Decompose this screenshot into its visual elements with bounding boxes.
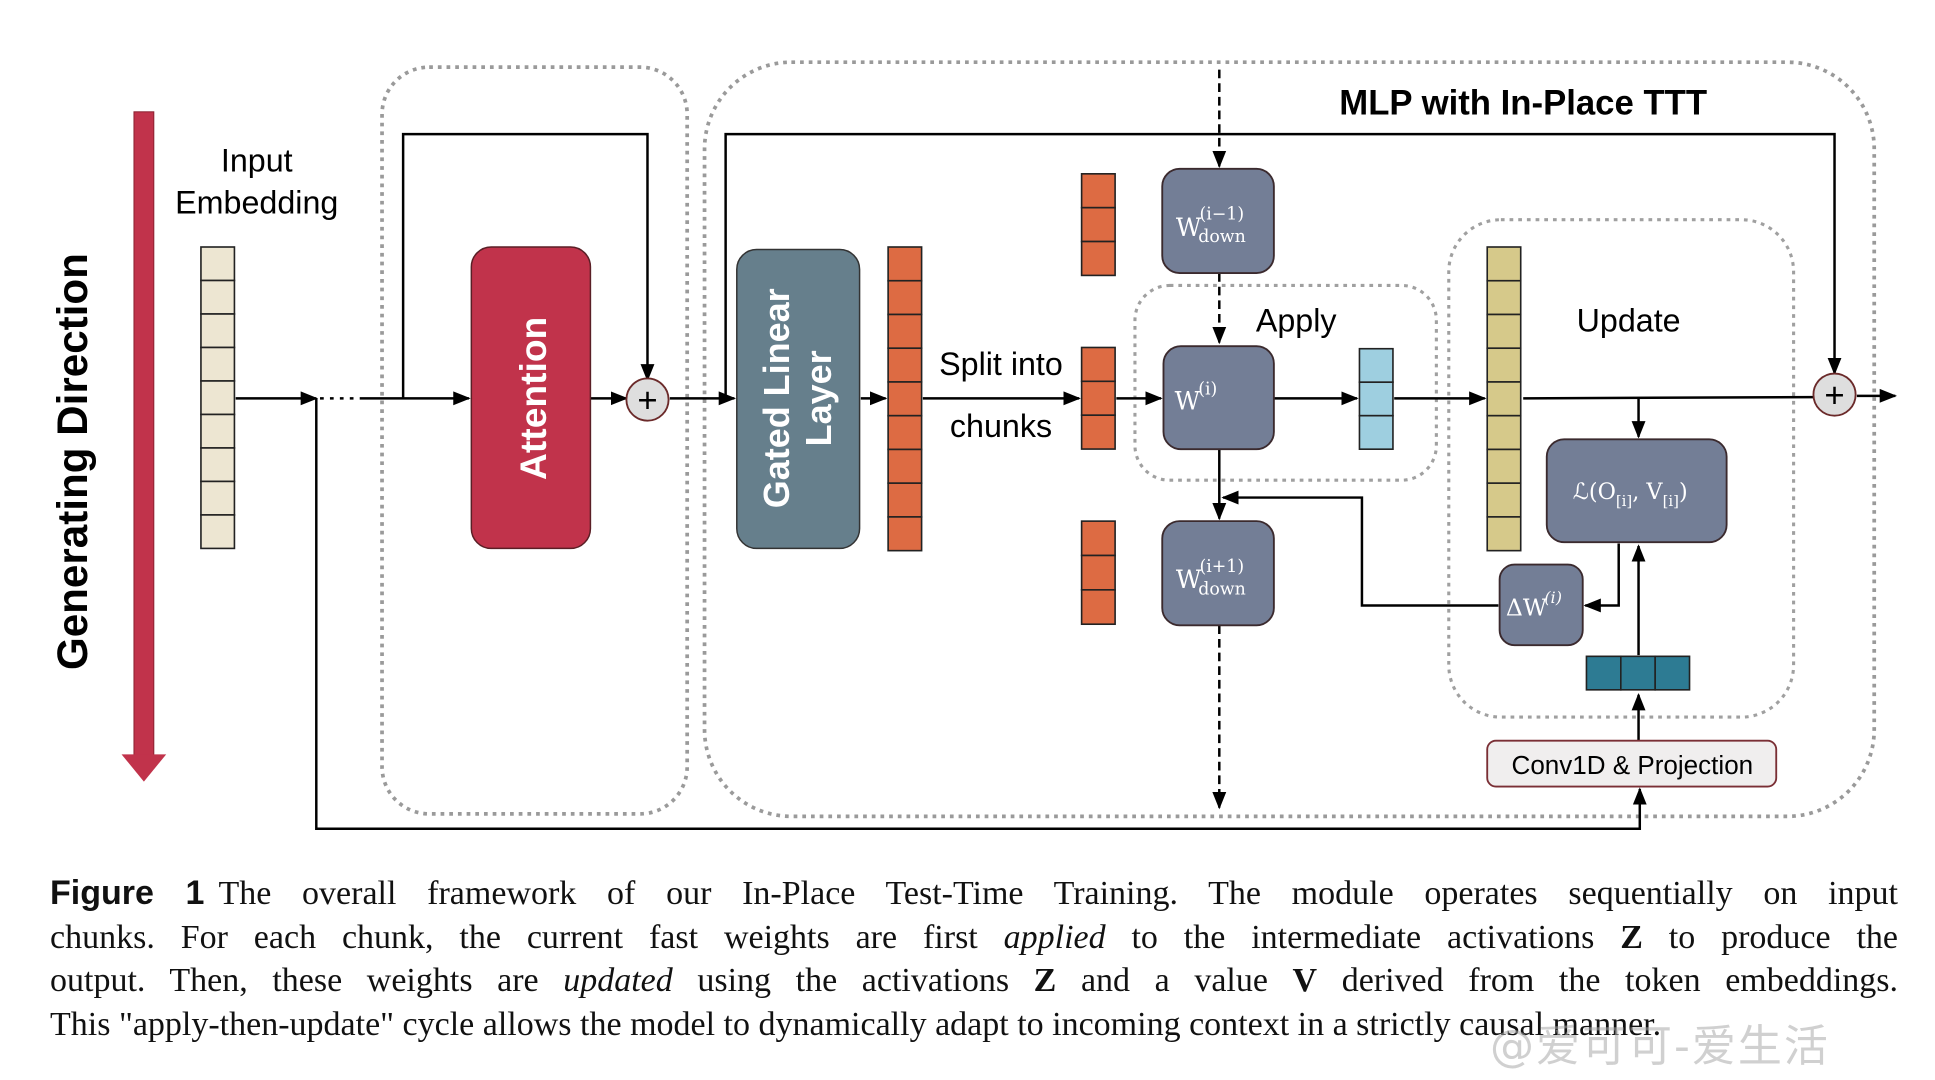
vector-cell [200, 380, 236, 416]
weight-current-superscript: (i) [1198, 380, 1217, 400]
vector-cell [1080, 346, 1116, 383]
apply-block-boundary [1133, 283, 1438, 482]
generating-direction-arrow [121, 111, 167, 782]
caption-line-3: output. Then, these weights are updated … [50, 962, 1898, 999]
vector-cell [1080, 380, 1116, 417]
mlp-output-vector [1486, 246, 1522, 552]
weight-next-box: W (i+1) down [1161, 520, 1275, 627]
caption-line-4: This "apply-then-update" cycle allows th… [50, 1005, 1662, 1043]
vector-cell [887, 381, 923, 417]
vector-cell [1358, 347, 1394, 384]
caption-line-2: chunks. For each chunk, the current fast… [50, 918, 1898, 956]
vector-cell [1080, 554, 1116, 591]
vector-cell [200, 447, 236, 483]
weight-prev-box: W (i−1) down [1161, 167, 1275, 274]
vector-cell [200, 346, 236, 382]
plus-icon: + [637, 382, 657, 420]
framework-diagram: Generating Direction Input Embedding [49, 60, 1898, 830]
split-label-2: chunks [950, 408, 1052, 444]
update-label: Update [1577, 302, 1681, 338]
loss-box: ℒ(O[i], V[i]) [1545, 438, 1728, 544]
vector-cell [200, 480, 236, 516]
vector-cell [1486, 381, 1522, 417]
vector-cell [1358, 414, 1394, 450]
weight-next-subscript: down [1198, 579, 1246, 599]
vector-cell [1486, 279, 1522, 316]
mlp-block-boundary [702, 60, 1877, 819]
vector-cell [887, 347, 923, 383]
vector-cell [1486, 482, 1522, 518]
vector-cell [1358, 381, 1394, 417]
vector-cell [887, 448, 923, 484]
weight-prev-subscript: down [1198, 227, 1246, 247]
weight-prev-superscript: (i−1) [1199, 205, 1244, 225]
vector-cell [1080, 173, 1116, 209]
apply-label: Apply [1256, 302, 1338, 338]
delta-weight-box: ΔW (i) [1498, 563, 1584, 647]
chunk-next [1080, 520, 1116, 626]
vector-cell [1486, 246, 1522, 282]
attention-label: Attention [512, 317, 554, 480]
conv1d-projection-box: Conv1D & Projection [1486, 739, 1778, 788]
weight-next-superscript: (i+1) [1199, 557, 1244, 577]
svg-text:W: W [1176, 565, 1202, 594]
gated-linear-label-1: Gated Linear [756, 288, 797, 508]
vector-cell [200, 514, 236, 550]
vector-cell [200, 413, 236, 449]
projected-value-vector [1585, 655, 1691, 691]
vector-cell [1486, 414, 1522, 451]
vector-cell [1080, 414, 1116, 450]
vector-cell [887, 313, 923, 350]
svg-text:ℒ(O[i], V[i]): ℒ(O[i], V[i]) [1573, 479, 1688, 510]
vector-cell [1486, 313, 1522, 350]
attention-block: Attention [470, 246, 592, 550]
input-embedding-vector [200, 246, 236, 550]
chunk-current [1080, 346, 1116, 450]
residual-add-mlp: + [1812, 372, 1857, 417]
svg-text:W: W [1176, 213, 1202, 242]
gated-linear-label-2: Layer [798, 350, 839, 446]
vector-cell [1486, 516, 1522, 552]
plus-icon: + [1824, 377, 1844, 415]
input-embedding-label-2: Embedding [175, 185, 338, 221]
vector-cell [1654, 655, 1691, 691]
vector-cell [200, 313, 236, 349]
svg-text:(i): (i) [1544, 588, 1562, 607]
vector-cell [1486, 448, 1522, 484]
vector-cell [887, 516, 923, 552]
vector-cell [887, 279, 923, 316]
attention-block-boundary [380, 65, 690, 816]
watermark: @爱可可-爱生活 [1490, 1021, 1830, 1072]
vector-cell [1080, 520, 1116, 557]
vector-cell [887, 482, 923, 518]
vector-cell [1486, 347, 1522, 383]
generating-direction-label: Generating Direction [49, 253, 96, 670]
flow-connectors [235, 132, 1898, 830]
vector-cell [1080, 240, 1116, 277]
input-embedding-label-1: Input [221, 142, 293, 178]
vector-cell [1080, 206, 1116, 243]
residual-add-attention: + [625, 377, 670, 422]
split-label-1: Split into [939, 346, 1063, 382]
output-chunk-vector [1358, 347, 1394, 450]
mlp-title: MLP with In-Place TTT [1339, 84, 1707, 122]
svg-text:ΔW: ΔW [1506, 593, 1548, 621]
vector-cell [1620, 655, 1656, 691]
weight-current-box: W (i) [1162, 345, 1275, 451]
vector-cell [200, 246, 236, 282]
chunk-prev [1080, 173, 1116, 277]
vector-cell [1585, 655, 1622, 691]
svg-text:Conv1D & Projection: Conv1D & Projection [1512, 750, 1754, 780]
vector-cell [200, 279, 236, 315]
svg-text:W: W [1175, 386, 1201, 415]
figure-label: Figure 1 [50, 874, 205, 912]
gated-linear-layer: Gated Linear Layer [736, 248, 861, 550]
vector-cell [887, 414, 923, 451]
vector-cell [887, 246, 923, 282]
intermediate-activations-vector [887, 246, 923, 552]
vector-cell [1080, 589, 1116, 626]
